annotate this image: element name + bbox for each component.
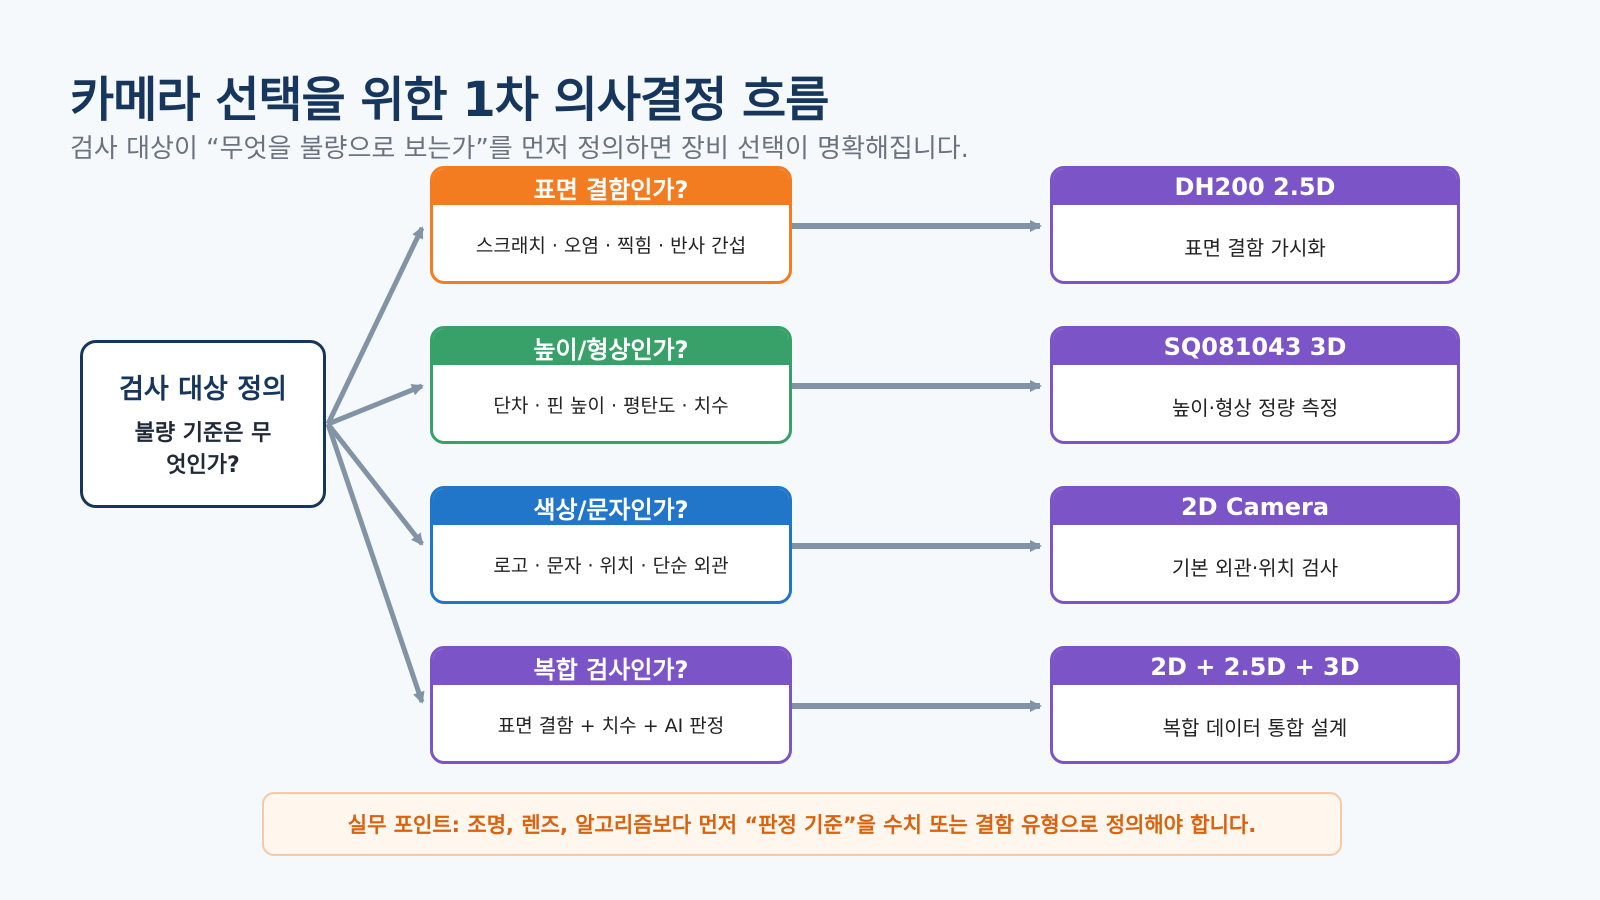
result-card-title: DH200 2.5D — [1053, 169, 1457, 205]
question-card-title: 복합 검사인가? — [433, 649, 789, 685]
result-card-sq081043: SQ081043 3D 높이·형상 정량 측정 — [1050, 326, 1460, 444]
practical-tip-text: 실무 포인트: 조명, 렌즈, 알고리즘보다 먼저 “판정 기준”을 수치 또는… — [347, 813, 1257, 837]
result-card-desc: 높이·형상 정량 측정 — [1171, 395, 1339, 420]
fan-arrow-4 — [325, 423, 425, 704]
result-card-title: 2D + 2.5D + 3D — [1053, 649, 1457, 685]
page-subtitle: 검사 대상이 “무엇을 불량으로 보는가”를 먼저 정의하면 장비 선택이 명확… — [70, 134, 969, 164]
source-box: 검사 대상 정의 불량 기준은 무엇인가? — [80, 340, 326, 508]
question-card-surface: 표면 결함인가? 스크래치 · 오염 · 찍힘 · 반사 간섭 — [430, 166, 792, 284]
result-card-2d-camera: 2D Camera 기본 외관·위치 검사 — [1050, 486, 1460, 604]
fan-arrow-2 — [327, 383, 424, 427]
question-card-title: 높이/형상인가? — [433, 329, 789, 365]
question-card-desc: 단차 · 핀 높이 · 평탄도 · 치수 — [493, 394, 729, 417]
result-card-dh200: DH200 2.5D 표면 결함 가시화 — [1050, 166, 1460, 284]
result-card-title: SQ081043 3D — [1053, 329, 1457, 365]
fan-arrow-3 — [326, 422, 424, 546]
practical-tip-banner: 실무 포인트: 조명, 렌즈, 알고리즘보다 먼저 “판정 기준”을 수치 또는… — [262, 792, 1342, 856]
result-card-desc: 복합 데이터 통합 설계 — [1162, 715, 1348, 740]
result-card-title: 2D Camera — [1053, 489, 1457, 525]
question-card-desc: 스크래치 · 오염 · 찍힘 · 반사 간섭 — [475, 234, 747, 257]
question-card-desc: 로고 · 문자 · 위치 · 단순 외관 — [493, 554, 729, 577]
question-card-color: 색상/문자인가? 로고 · 문자 · 위치 · 단순 외관 — [430, 486, 792, 604]
question-card-desc: 표면 결함 + 치수 + AI 판정 — [497, 714, 725, 737]
question-card-title: 표면 결함인가? — [433, 169, 789, 205]
source-title: 검사 대상 정의 — [119, 373, 287, 405]
page-title: 카메라 선택을 위한 1차 의사결정 흐름 — [70, 72, 829, 128]
result-card-desc: 기본 외관·위치 검사 — [1171, 555, 1339, 580]
result-card-combined: 2D + 2.5D + 3D 복합 데이터 통합 설계 — [1050, 646, 1460, 764]
source-question: 불량 기준은 무엇인가? — [134, 420, 272, 478]
result-card-desc: 표면 결함 가시화 — [1184, 235, 1326, 260]
question-card-title: 색상/문자인가? — [433, 489, 789, 525]
question-card-complex: 복합 검사인가? 표면 결함 + 치수 + AI 판정 — [430, 646, 792, 764]
fan-arrow-1 — [325, 226, 425, 426]
question-card-height: 높이/형상인가? 단차 · 핀 높이 · 평탄도 · 치수 — [430, 326, 792, 444]
